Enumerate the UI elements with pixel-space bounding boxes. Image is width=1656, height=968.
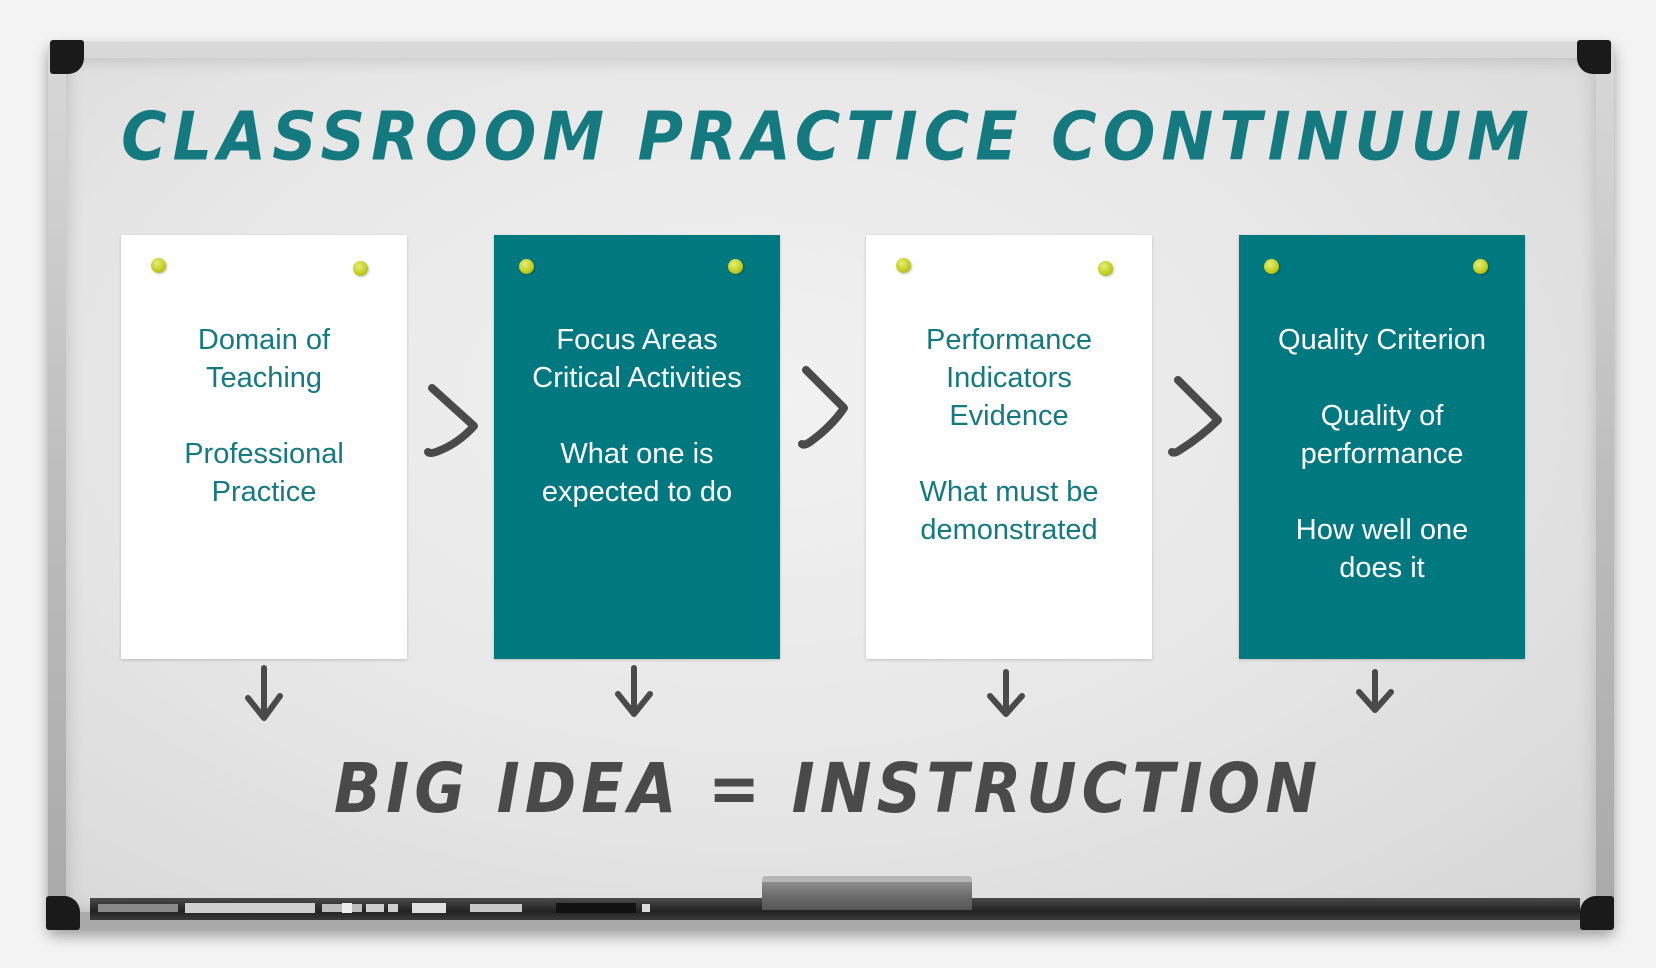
pushpin-icon [1473,259,1488,274]
card-focus-areas: Focus Areas Critical Activities What one… [494,235,780,659]
arrow-down-icon [615,665,653,717]
card-line: Practice [211,476,317,508]
card-line [504,397,770,435]
card-line: Domain of [197,324,331,356]
pushpin-icon [151,258,166,273]
card-line: demonstrated [920,514,1098,546]
card-quality-criterion: Quality Criterion Quality of performance… [1239,235,1525,659]
pushpin-icon [1098,261,1113,276]
pushpin-icon [1264,259,1279,274]
pushpin-icon [519,259,534,274]
card-domain-of-teaching: Domain of Teaching Professional Practice [121,235,407,659]
arrow-down-icon [245,665,283,721]
card-text: Quality Criterion Quality of performance… [1249,321,1515,587]
card-performance-indicators: Performance Indicators Evidence What mus… [866,235,1152,659]
card-text: Focus Areas Critical Activities What one… [504,321,770,511]
pushpin-icon [896,258,911,273]
card-line [1249,473,1515,511]
frame-corner-bottom-left [46,896,80,930]
diagram-title: CLASSROOM PRACTICE CONTINUUM [121,97,1535,176]
arrow-down-icon [987,669,1025,717]
card-text: Performance Indicators Evidence What mus… [876,321,1142,549]
card-line: Critical Activities [532,362,742,394]
eraser-top [762,876,972,882]
card-line: does it [1339,552,1425,584]
frame-corner-bottom-right [1580,896,1614,930]
card-line [1249,359,1515,397]
card-line: Indicators [946,362,1072,394]
tray-details [98,903,650,913]
card-line: performance [1300,438,1464,470]
chevron-right-icon [798,366,848,449]
card-line: How well one [1295,514,1469,546]
card-line [876,435,1142,473]
card-line: Evidence [949,400,1069,432]
card-line: Performance [925,324,1092,356]
card-line: What must be [919,476,1099,508]
whiteboard-eraser [762,876,972,910]
big-idea-text: BIG IDEA = INSTRUCTION [333,748,1323,829]
frame-corner-top-left [50,40,84,74]
card-line [131,397,397,435]
chevron-right-icon [1168,376,1222,457]
card-line: Quality of [1320,400,1444,432]
chevron-right-icon [424,384,478,457]
frame-corner-top-right [1577,40,1611,74]
card-line: expected to do [541,476,733,508]
card-line: What one is [560,438,714,470]
card-line: Teaching [205,362,323,394]
card-line: Professional [184,438,344,470]
card-line: Quality Criterion [1278,324,1486,356]
pushpin-icon [728,259,743,274]
pushpin-icon [353,261,368,276]
arrow-down-icon [1356,669,1394,713]
card-line: Focus Areas [556,324,718,356]
card-text: Domain of Teaching Professional Practice [131,321,397,511]
